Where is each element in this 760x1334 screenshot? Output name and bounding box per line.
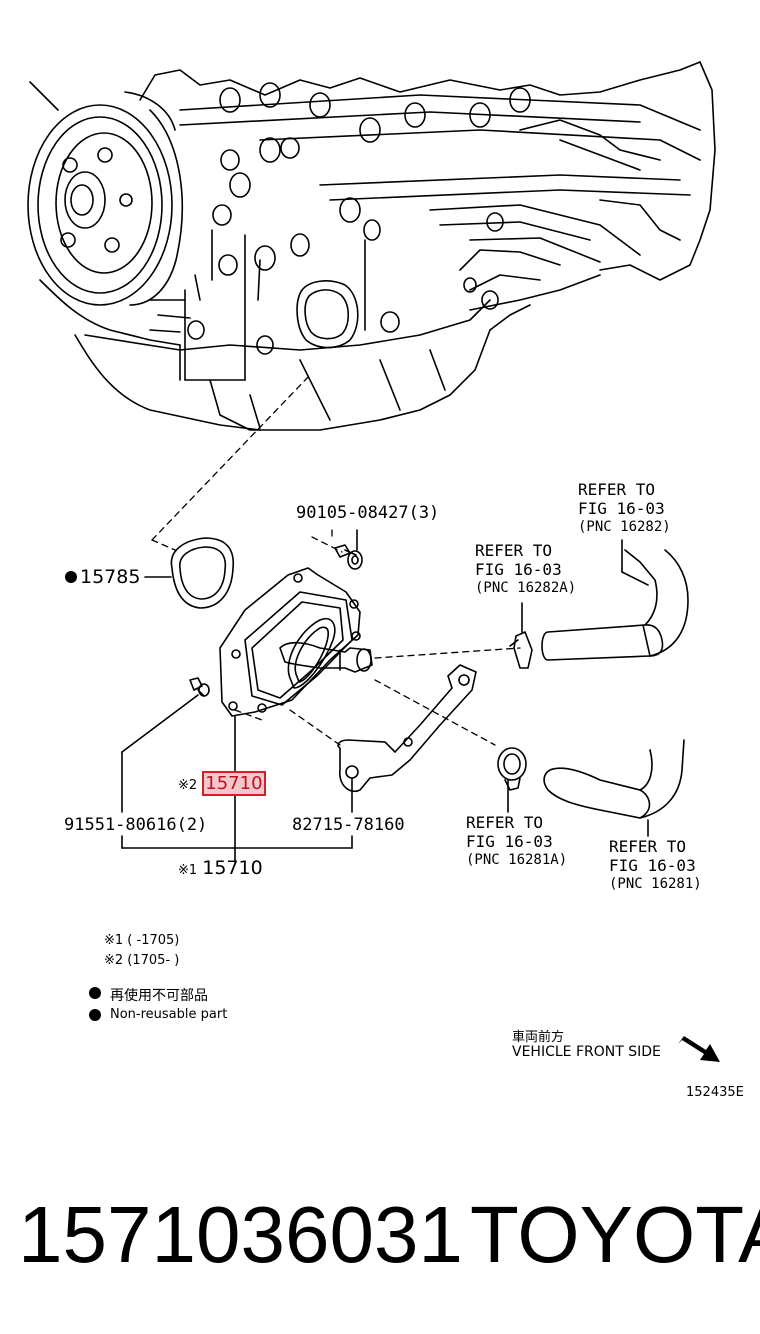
label-cooler-v1: ※1 15710 (178, 857, 263, 879)
vehicle-front-arrow-icon (678, 1036, 720, 1062)
footer-brand: TOYOTA (470, 1190, 760, 1279)
label-cooler-v2-part: 15710 (202, 771, 266, 796)
bolt-top-illustration (334, 544, 363, 570)
direction-en: VEHICLE FRONT SIDE (512, 1044, 661, 1060)
refer-pnc: (PNC 16282) (578, 519, 671, 535)
hose-upper-illustration (541, 549, 689, 661)
bracket-illustration (337, 664, 477, 792)
refer-pnc: (PNC 16281A) (466, 852, 568, 868)
label-cooler-v2-prefix: ※2 (178, 778, 198, 793)
parts-diagram (27, 61, 720, 1062)
refer-pnc: (PNC 16281) (609, 876, 702, 892)
refer-block-16282A: REFER TO FIG 16-03 (PNC 16282A) (475, 541, 576, 598)
refer-line2: FIG 16-03 (466, 832, 553, 851)
refer-line1: REFER TO (466, 813, 544, 832)
refer-pnc: (PNC 16282A) (475, 580, 577, 596)
refer-line1: REFER TO (609, 837, 687, 856)
nonreusable-bullet-icon (65, 571, 77, 583)
dashed-install-lines (151, 374, 521, 746)
label-cooler-v1-part: 15710 (202, 857, 263, 879)
diagram-code: 152435E (686, 1085, 744, 1100)
label-bolt-top: 90105-08427(3) (296, 503, 440, 523)
legend-bullet-jp-icon (89, 987, 101, 999)
oil-cooler-illustration (219, 567, 373, 717)
legend-nonreusable-jp: 再使用不可部品 (110, 988, 208, 1004)
refer-line1: REFER TO (578, 480, 656, 499)
label-gasket: 15785 (80, 566, 141, 588)
refer-block-16281: REFER TO FIG 16-03 (PNC 16281) (609, 837, 702, 894)
refer-line2: FIG 16-03 (578, 499, 665, 518)
note-v2: ※2 (1705- ) (104, 953, 180, 968)
engine-block-illustration (27, 61, 716, 431)
legend-bullet-en-icon (89, 1009, 101, 1021)
note-v1: ※1 ( -1705) (104, 933, 180, 948)
refer-line2: FIG 16-03 (475, 560, 562, 579)
direction-jp: 車両前方 (512, 1030, 565, 1045)
clamp-lower-illustration (497, 747, 527, 791)
refer-block-16281A: REFER TO FIG 16-03 (PNC 16281A) (466, 813, 567, 870)
label-bracket: 82715-78160 (292, 815, 405, 835)
leader-lines (121, 539, 649, 863)
label-bolt-left: 91551-80616(2) (64, 815, 208, 835)
label-cooler-v1-prefix: ※1 (178, 863, 198, 878)
refer-line1: REFER TO (475, 541, 553, 560)
gasket-illustration (170, 537, 234, 609)
refer-line2: FIG 16-03 (609, 856, 696, 875)
hose-lower-illustration (543, 739, 685, 819)
footer-part-number: 1571036031 (18, 1190, 463, 1279)
refer-block-16282: REFER TO FIG 16-03 (PNC 16282) (578, 480, 671, 537)
clamp-upper-illustration (509, 631, 533, 669)
legend-nonreusable-en: Non-reusable part (110, 1007, 228, 1022)
label-cooler-v2: ※2 15710 (178, 771, 266, 796)
bolt-left-illustration (189, 677, 210, 697)
